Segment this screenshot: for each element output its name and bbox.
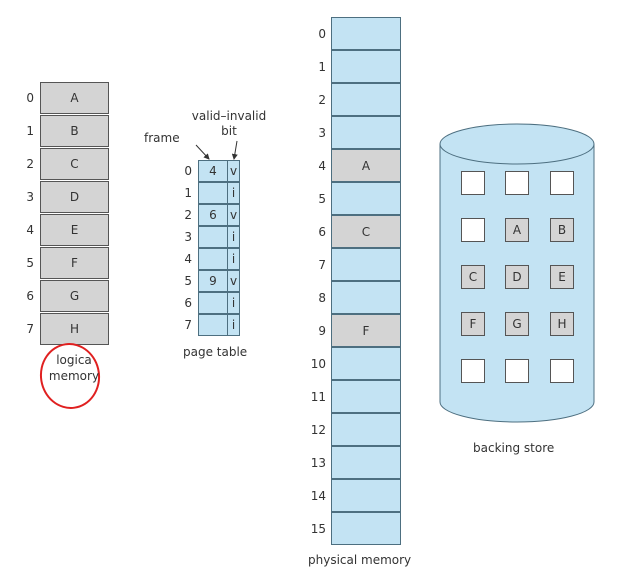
physical-frame-cell: F — [331, 314, 401, 347]
physical-memory-index: 5 — [318, 192, 326, 206]
logical-memory-index: 4 — [26, 223, 34, 237]
physical-frame-cell — [331, 380, 401, 413]
page-table-bit-cell: i — [227, 292, 240, 314]
backing-store-page-box: F — [461, 312, 485, 336]
logical-memory-index: 7 — [26, 322, 34, 336]
logical-page-cell: G — [40, 280, 109, 312]
page-table-bit-cell: i — [227, 314, 240, 336]
backing-store-page-box: E — [550, 265, 574, 289]
logical-memory-index: 6 — [26, 289, 34, 303]
logical-page-cell: D — [40, 181, 109, 213]
physical-memory-index: 3 — [318, 126, 326, 140]
logical-memory-label-line1: logica — [56, 353, 92, 367]
logical-memory-label-line2: memory — [48, 369, 100, 383]
backing-store-page-box — [550, 171, 574, 195]
logical-page-cell: C — [40, 148, 109, 180]
physical-memory-index: 15 — [310, 522, 326, 536]
physical-frame-cell — [331, 347, 401, 380]
physical-memory-index: 6 — [318, 225, 326, 239]
logical-memory-index: 0 — [26, 91, 34, 105]
backing-store-page-box: G — [505, 312, 529, 336]
backing-store-page-box: H — [550, 312, 574, 336]
physical-memory-index: 7 — [318, 258, 326, 272]
physical-frame-cell — [331, 413, 401, 446]
page-table-bit-cell: i — [227, 248, 240, 270]
physical-memory-index: 2 — [318, 93, 326, 107]
logical-page-cell: E — [40, 214, 109, 246]
page-table-index: 4 — [184, 252, 192, 266]
backing-store-page-box — [550, 359, 574, 383]
backing-store-label: backing store — [473, 441, 555, 455]
logical-page-cell: H — [40, 313, 109, 345]
physical-memory-index: 11 — [310, 390, 326, 404]
valid-invalid-label: valid–invalid bit — [184, 109, 274, 139]
page-table-index: 6 — [184, 296, 192, 310]
backing-store-page-box: C — [461, 265, 485, 289]
physical-frame-cell — [331, 50, 401, 83]
physical-frame-cell: C — [331, 215, 401, 248]
physical-frame-cell — [331, 116, 401, 149]
backing-store-page-box — [505, 171, 529, 195]
backing-store-page-box: B — [550, 218, 574, 242]
backing-store-page-box: A — [505, 218, 529, 242]
backing-store-page-box — [505, 359, 529, 383]
logical-memory-label: logica memory — [44, 352, 104, 384]
logical-memory-index: 3 — [26, 190, 34, 204]
page-table-index: 1 — [184, 186, 192, 200]
page-table-index: 5 — [184, 274, 192, 288]
valid-invalid-label-line2: bit — [221, 124, 237, 138]
logical-memory-index: 2 — [26, 157, 34, 171]
page-table-bit-cell: i — [227, 226, 240, 248]
physical-memory-label: physical memory — [308, 553, 412, 567]
page-table-bit-cell: i — [227, 182, 240, 204]
page-table-bit-cell: v — [227, 270, 240, 292]
physical-memory-index: 4 — [318, 159, 326, 173]
physical-memory-index: 10 — [310, 357, 326, 371]
page-table-index: 7 — [184, 318, 192, 332]
page-table-index: 3 — [184, 230, 192, 244]
backing-store-page-box — [461, 359, 485, 383]
physical-memory-index: 0 — [318, 27, 326, 41]
physical-memory-index: 14 — [310, 489, 326, 503]
page-table-index: 2 — [184, 208, 192, 222]
physical-frame-cell — [331, 248, 401, 281]
backing-store-page-box: D — [505, 265, 529, 289]
logical-memory-index: 1 — [26, 124, 34, 138]
physical-memory-index: 9 — [318, 324, 326, 338]
backing-store-page-box — [461, 171, 485, 195]
logical-memory-index: 5 — [26, 256, 34, 270]
physical-frame-cell: A — [331, 149, 401, 182]
page-table-label: page table — [183, 345, 248, 359]
physical-frame-cell — [331, 83, 401, 116]
logical-page-cell: F — [40, 247, 109, 279]
logical-page-cell: B — [40, 115, 109, 147]
physical-frame-cell — [331, 281, 401, 314]
valid-invalid-label-line1: valid–invalid — [191, 109, 267, 123]
physical-frame-cell — [331, 479, 401, 512]
page-table-index: 0 — [184, 164, 192, 178]
page-table-bit-cell: v — [227, 160, 240, 182]
physical-frame-cell — [331, 512, 401, 545]
physical-memory-index: 8 — [318, 291, 326, 305]
physical-frame-cell — [331, 446, 401, 479]
backing-store-page-box — [461, 218, 485, 242]
logical-page-cell: A — [40, 82, 109, 114]
physical-memory-index: 12 — [310, 423, 326, 437]
frame-label: frame — [144, 131, 180, 145]
physical-frame-cell — [331, 17, 401, 50]
page-table-bit-cell: v — [227, 204, 240, 226]
physical-frame-cell — [331, 182, 401, 215]
physical-memory-index: 13 — [310, 456, 326, 470]
physical-memory-index: 1 — [318, 60, 326, 74]
